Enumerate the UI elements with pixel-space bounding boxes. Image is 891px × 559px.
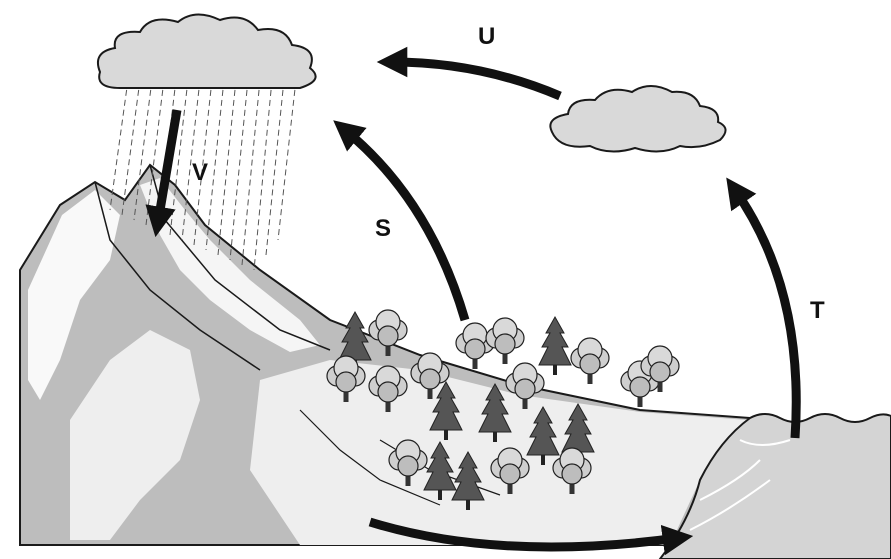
label-v: V xyxy=(192,159,208,186)
label-s: S xyxy=(375,215,391,242)
tree-icon xyxy=(455,322,495,370)
tree-icon xyxy=(485,317,525,365)
ocean xyxy=(658,413,891,559)
arrow-t xyxy=(726,177,801,439)
tree-icon xyxy=(538,316,572,376)
label-t: T xyxy=(810,297,825,324)
snow-patch xyxy=(140,178,320,352)
rain-cloud-icon xyxy=(96,13,317,89)
cloud-icon xyxy=(549,85,727,153)
arrow-v xyxy=(145,109,182,238)
tree-icon xyxy=(570,337,610,385)
arrow-runoff xyxy=(368,517,694,556)
cycle-arrows xyxy=(145,46,801,556)
valley-floor xyxy=(250,360,748,545)
label-u: U xyxy=(478,23,495,50)
snow-patch xyxy=(70,330,200,540)
snow-patch xyxy=(28,190,120,400)
arrow-s xyxy=(333,120,470,322)
arrow-u xyxy=(376,46,562,101)
